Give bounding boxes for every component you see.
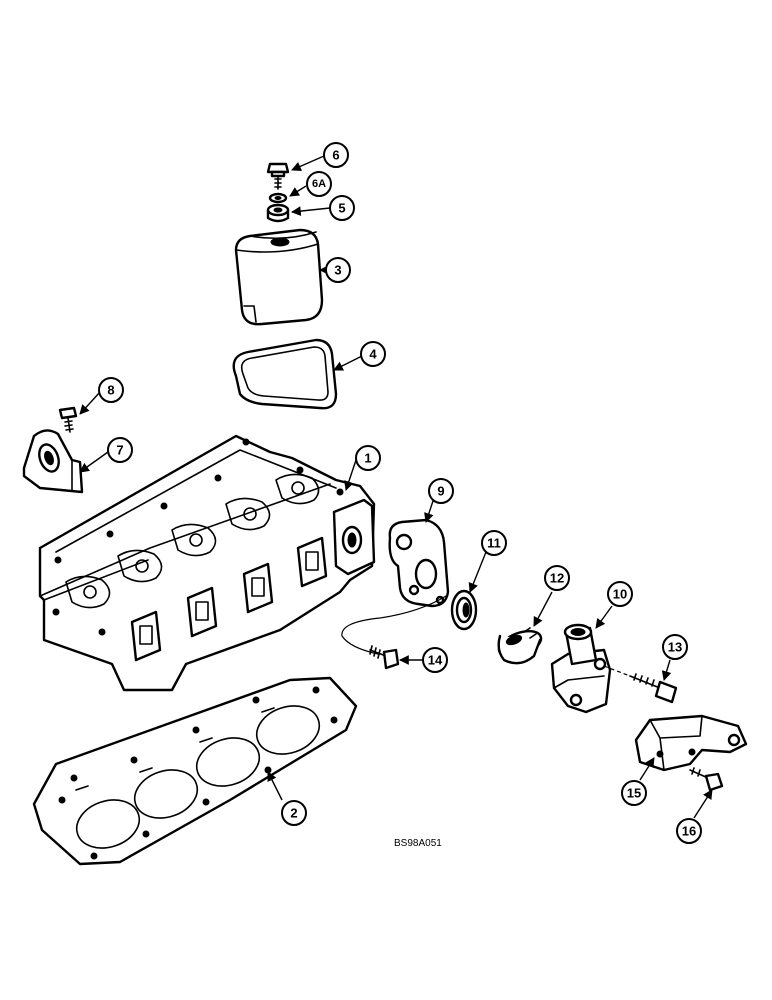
svg-text:6: 6 [332, 148, 339, 163]
callout-16: 16 [676, 818, 702, 844]
svg-text:1: 1 [364, 451, 371, 466]
part-15-bracket [634, 714, 748, 772]
part-8-bolt [58, 406, 78, 433]
part-6a-washer [268, 192, 288, 204]
callout-12: 12 [544, 565, 570, 591]
svg-text:7: 7 [116, 443, 123, 458]
drawing-code-label: BS98A051 [394, 838, 442, 849]
part-7-lifting-bracket [22, 429, 84, 494]
callout-4: 4 [360, 341, 386, 367]
svg-text:12: 12 [550, 571, 564, 586]
part-14-bolt [369, 645, 400, 670]
svg-text:11: 11 [487, 536, 501, 551]
svg-text:2: 2 [290, 806, 297, 821]
svg-text:8: 8 [107, 383, 114, 398]
svg-text:5: 5 [338, 201, 345, 216]
part-11-seal [450, 589, 478, 631]
part-1-cylinder-head [38, 434, 376, 692]
callout-11: 11 [481, 530, 507, 556]
part-16-bolt [689, 767, 724, 792]
leader-lines [79, 155, 713, 819]
callout-13: 13 [662, 634, 688, 660]
part-10-thermostat-housing [550, 623, 612, 714]
callout-14: 14 [422, 647, 448, 673]
callout-6a: 6A [306, 171, 332, 197]
part-4-gasket [232, 338, 338, 410]
svg-text:14: 14 [428, 653, 443, 668]
svg-text:6A: 6A [312, 178, 326, 190]
callout-1: 1 [355, 445, 381, 471]
part-9-gasket-plate [388, 518, 450, 608]
callout-7: 7 [107, 437, 133, 463]
callout-3: 3 [325, 257, 351, 283]
svg-text:10: 10 [613, 587, 627, 602]
callout-8: 8 [98, 377, 124, 403]
callout-6: 6 [323, 142, 349, 168]
callout-2: 2 [281, 800, 307, 826]
part-3-valve-cover [234, 228, 324, 326]
svg-text:3: 3 [334, 263, 341, 278]
part-6-bolt [266, 162, 290, 190]
callout-5: 5 [329, 195, 355, 221]
part-2-head-gasket [32, 676, 358, 866]
part-5-grommet [266, 203, 290, 223]
tether-line [341, 595, 447, 655]
svg-text:4: 4 [369, 347, 377, 362]
svg-text:9: 9 [437, 484, 444, 499]
callout-10: 10 [607, 581, 633, 607]
callout-15: 15 [621, 780, 647, 806]
svg-text:15: 15 [627, 786, 641, 801]
part-13-bolt [603, 665, 678, 704]
svg-text:16: 16 [682, 824, 696, 839]
callout-9: 9 [428, 478, 454, 504]
part-12-thermostat [497, 627, 543, 665]
svg-text:13: 13 [668, 640, 682, 655]
